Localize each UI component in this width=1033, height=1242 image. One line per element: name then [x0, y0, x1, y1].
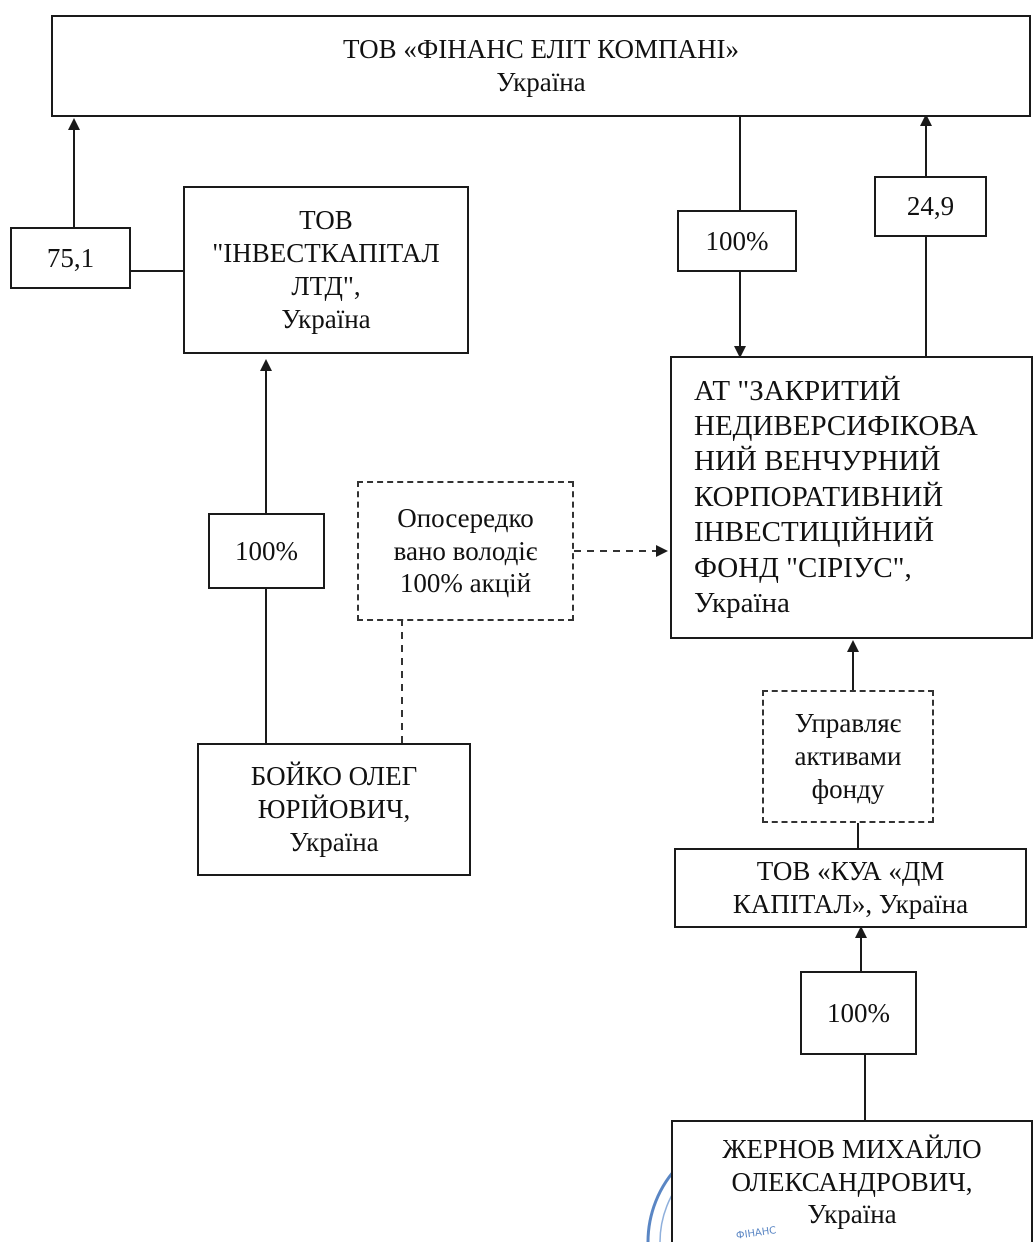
node-fund-sirius-line-1: АТ "ЗАКРИТИЙ	[694, 374, 901, 407]
node-investkapital-line-1: ТОВ	[299, 205, 353, 236]
node-zhernov-line-1: ЖЕРНОВ МИХАЙЛО	[722, 1133, 982, 1164]
node-boiko-line-3: Україна	[289, 826, 379, 857]
label-share-investkapital: 75,1	[10, 227, 131, 289]
node-fund-sirius-line-5: ІНВЕСТИЦІЙНИЙ	[694, 516, 935, 549]
node-zhernov-line-2: ОЛЕКСАНДРОВИЧ,	[731, 1166, 973, 1197]
node-fund-sirius-line-6: ФОНД "СІРІУС",	[694, 551, 912, 584]
label-share-boiko-text: 100%	[235, 535, 298, 566]
note-indirect-ownership-line-1: Опосередко	[397, 502, 534, 533]
node-boiko-line-2: ЮРІЙОВИЧ,	[257, 794, 411, 825]
node-parent-company-line-2: Україна	[496, 67, 586, 97]
label-share-fund-to-parent-text: 24,9	[906, 191, 955, 222]
node-zhernov-line-3: Україна	[807, 1199, 897, 1230]
note-indirect-ownership-line-2: вано володіє	[393, 535, 538, 566]
node-parent-company: ТОВ «ФІНАНС ЕЛІТ КОМПАНІ»Україна	[51, 15, 1031, 117]
node-fund-sirius-line-3: НИЙ ВЕНЧУРНИЙ	[694, 445, 941, 478]
node-investkapital-line-4: Україна	[281, 303, 371, 334]
label-share-zhernov-text: 100%	[827, 997, 890, 1028]
node-fund-sirius-line-2: НЕДИВЕРСИФІКОВА	[694, 410, 978, 443]
label-share-parent-to-fund-text: 100%	[705, 225, 769, 256]
label-share-investkapital-text: 75,1	[46, 242, 95, 273]
node-boiko-line-1: БОЙКО ОЛЕГ	[250, 761, 418, 792]
label-share-zhernov: 100%	[800, 971, 917, 1055]
note-manages-assets-line-2: активами	[794, 741, 902, 772]
label-share-parent-to-fund: 100%	[677, 210, 797, 272]
node-investkapital-line-3: ЛТД",	[291, 271, 361, 301]
note-manages-assets-line-1: Управляє	[794, 708, 902, 739]
node-investkapital-line-2: "ІНВЕСТКАПІТАЛ	[212, 238, 440, 269]
node-fund-sirius-line-7: Україна	[694, 586, 790, 619]
node-fund-sirius-line-4: КОРПОРАТИВНИЙ	[694, 480, 944, 513]
node-parent-company-line-1: ТОВ «ФІНАНС ЕЛІТ КОМПАНІ»	[343, 34, 739, 65]
node-kua-dm-capital-line-2: КАПІТАЛ», Україна	[732, 889, 969, 919]
note-manages-assets-line-3: фонду	[811, 773, 885, 804]
label-share-fund-to-parent: 24,9	[874, 176, 987, 237]
node-kua-dm-capital-line-1: ТОВ «КУА «ДМ	[756, 856, 945, 887]
note-indirect-ownership-line-3: 100% акцій	[399, 568, 532, 599]
label-share-boiko: 100%	[208, 513, 325, 589]
